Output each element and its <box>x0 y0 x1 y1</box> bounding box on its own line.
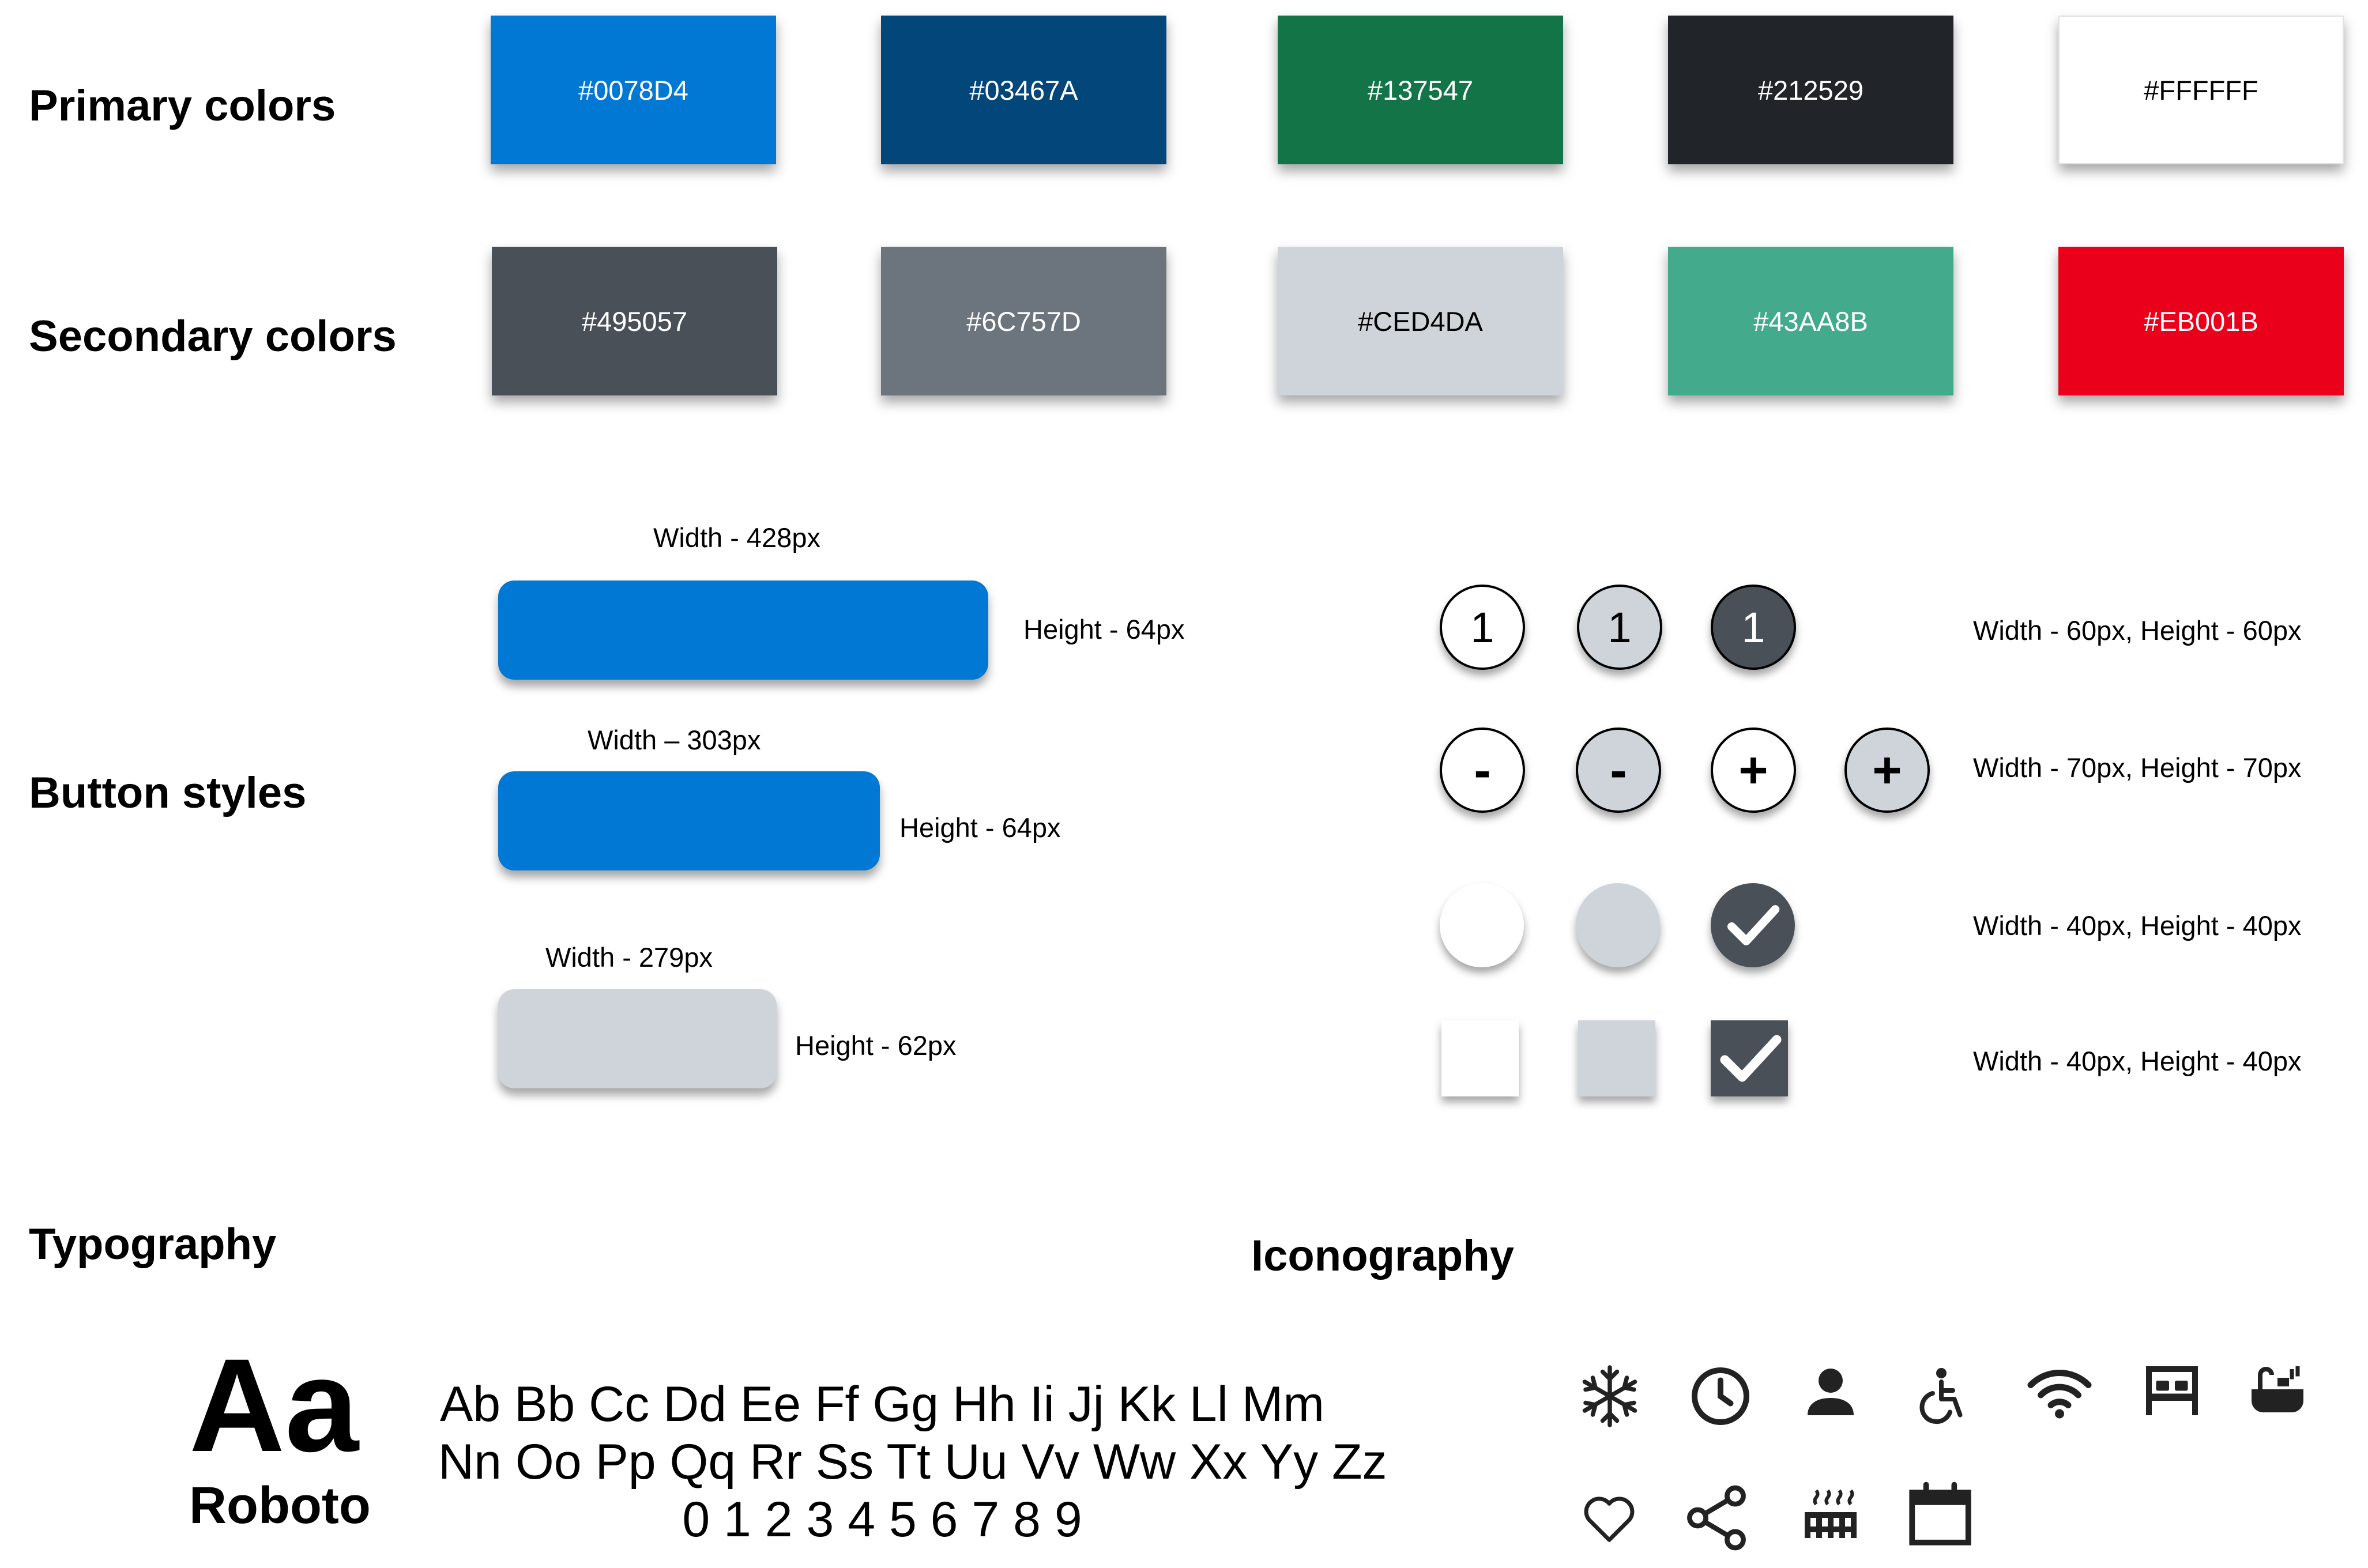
minus-icon: - <box>1610 741 1627 798</box>
swatch-label: #0078D4 <box>578 74 688 105</box>
radio-checked[interactable] <box>1711 883 1795 967</box>
number-button-hover[interactable]: 1 <box>1577 585 1662 670</box>
bed-icon <box>2146 1366 2198 1415</box>
increment-button-hover[interactable]: + <box>1844 728 1930 813</box>
radio-hover[interactable] <box>1576 883 1660 967</box>
large-button-width-label: Width - 428px <box>653 522 820 553</box>
number-label: 1 <box>1741 603 1765 651</box>
calendar-icon <box>1909 1482 1971 1546</box>
swatch-label: #6C757D <box>966 306 1081 337</box>
plus-icon: + <box>1872 741 1902 798</box>
swatch-secondary-light-gray: #CED4DA <box>1278 247 1563 395</box>
clock-icon <box>1692 1367 1749 1425</box>
checkbox-spec: Width - 40px, Height - 40px <box>1973 1046 2302 1076</box>
font-sample-aa: Aa <box>189 1331 359 1479</box>
swatch-primary-blue: #0078D4 <box>491 16 776 164</box>
swatch-label: #137547 <box>1368 74 1473 105</box>
swatch-label: #43AA8B <box>1753 306 1868 337</box>
medium-button-width-label: Width – 303px <box>588 725 761 755</box>
wifi-icon <box>2027 1369 2092 1419</box>
digits-line: 0 1 2 3 4 5 6 7 8 9 <box>682 1492 1082 1547</box>
small-button-height-label: Height - 62px <box>795 1030 957 1061</box>
swatch-secondary-dark-gray: #495057 <box>492 247 777 395</box>
share-icon <box>1687 1485 1746 1551</box>
radio-default[interactable] <box>1440 883 1524 967</box>
radio-spec: Width - 40px, Height - 40px <box>1973 910 2302 941</box>
small-button-width-label: Width - 279px <box>545 942 713 973</box>
minus-icon: - <box>1474 741 1491 798</box>
heater-icon <box>1805 1489 1857 1538</box>
swatch-label: #FFFFFF <box>2144 74 2258 105</box>
swatch-label: #03467A <box>969 74 1078 105</box>
increment-button-default[interactable]: + <box>1711 728 1796 813</box>
alphabet-line-2: Nn Oo Pp Qq Rr Ss Tt Uu Vv Ww Xx Yy Zz <box>438 1434 1387 1490</box>
swatch-secondary-red: #EB001B <box>2058 247 2344 395</box>
checkbox-default[interactable] <box>1441 1020 1519 1096</box>
swatch-secondary-teal: #43AA8B <box>1668 247 1953 395</box>
checkbox-checked[interactable] <box>1711 1020 1788 1096</box>
medium-button-height-label: Height - 64px <box>899 812 1061 843</box>
swatch-label: #495057 <box>582 306 687 337</box>
font-name: Roboto <box>189 1477 371 1535</box>
check-icon <box>1727 905 1780 945</box>
large-primary-button[interactable] <box>498 581 988 680</box>
snowflake-icon <box>1582 1365 1637 1427</box>
check-icon <box>1720 1035 1782 1082</box>
primary-colors-title: Primary colors <box>29 81 336 130</box>
bathtub-icon <box>2252 1366 2303 1412</box>
person-icon <box>1808 1369 1854 1415</box>
secondary-colors-title: Secondary colors <box>29 312 397 361</box>
swatch-primary-navy: #03467A <box>881 16 1166 164</box>
swatch-label: #212529 <box>1758 74 1863 105</box>
swatch-primary-white: #FFFFFF <box>2058 16 2344 164</box>
stepper-button-spec: Width - 70px, Height - 70px <box>1973 752 2302 783</box>
checkbox-hover[interactable] <box>1578 1020 1655 1096</box>
number-button-default[interactable]: 1 <box>1440 585 1525 670</box>
number-label: 1 <box>1470 603 1494 651</box>
alphabet-line-1: Ab Bb Cc Dd Ee Ff Gg Hh Ii Jj Kk Ll Mm <box>439 1377 1325 1432</box>
swatch-label: #CED4DA <box>1358 306 1483 337</box>
iconography-title: Iconography <box>1251 1231 1515 1280</box>
secondary-button[interactable] <box>498 989 777 1088</box>
button-styles-title: Button styles <box>29 768 307 817</box>
wheelchair-icon <box>1919 1368 1963 1424</box>
alphabet-sample: Ab Bb Cc Dd Ee Ff Gg Hh Ii Jj Kk Ll Mm N… <box>438 1375 1387 1548</box>
number-button-selected[interactable]: 1 <box>1711 585 1796 670</box>
swatch-primary-green: #137547 <box>1278 16 1563 164</box>
decrement-button-default[interactable]: - <box>1440 728 1525 813</box>
swatch-label: #EB001B <box>2144 306 2258 337</box>
number-button-spec: Width - 60px, Height - 60px <box>1973 615 2302 646</box>
swatch-secondary-gray: #6C757D <box>881 247 1166 395</box>
heart-icon <box>1584 1497 1635 1542</box>
medium-primary-button[interactable] <box>498 771 880 870</box>
swatch-primary-dark: #212529 <box>1668 16 1953 164</box>
number-label: 1 <box>1607 603 1632 651</box>
plus-icon: + <box>1738 741 1768 798</box>
large-button-height-label: Height - 64px <box>1023 614 1185 644</box>
typography-title: Typography <box>29 1220 277 1269</box>
decrement-button-hover[interactable]: - <box>1576 728 1661 813</box>
